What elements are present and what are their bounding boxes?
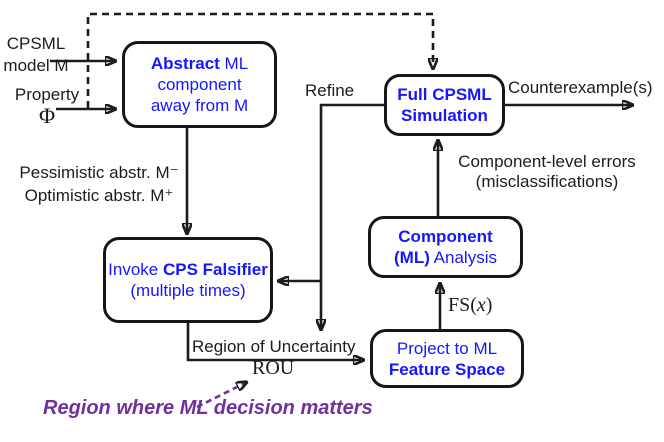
edge-falsifier-rou-to-project: [186, 323, 364, 360]
counterexamples-label: Counterexample(s): [508, 78, 653, 97]
optimistic-abstraction-label: Optimistic abstr. M⁺: [24, 186, 174, 205]
component-errors-label: Component-level errors (misclassificatio…: [441, 152, 653, 192]
node-falsifier-line1-bold: CPS Falsifier: [162, 260, 268, 279]
node-component-line2-bold: (ML): [394, 248, 430, 267]
input-label-cpsml-model: CPSML model M: [0, 33, 72, 77]
refine-label: Refine: [305, 81, 355, 100]
edge-inputs-to-simulation-dashed: [86, 12, 433, 108]
node-project-line1: Project to ML: [396, 338, 498, 358]
node-falsifier-line1-pre: Invoke: [108, 260, 163, 279]
edge-refine-elbow: [321, 103, 385, 330]
node-abstract-ml-component: Abstract ML component away from M: [122, 41, 277, 128]
node-abstract-line1-bold: Abstract: [150, 54, 220, 73]
node-invoke-cps-falsifier: Invoke CPS Falsifier (multiple times): [103, 237, 273, 323]
node-abstract-line1: Abstract ML: [151, 53, 248, 74]
node-abstract-line2: component: [157, 75, 242, 94]
node-falsifier-line1: Invoke CPS Falsifier: [108, 259, 268, 280]
input-model-line2: model M: [3, 56, 69, 75]
node-full-cpsml-simulation: Full CPSML Simulation: [384, 74, 505, 136]
feature-space-fsx-label: FS(x): [448, 295, 492, 316]
rou-abbreviation-label: ROU: [252, 357, 295, 379]
node-component-line2: (ML) Analysis: [394, 247, 497, 268]
pessimistic-abstraction-label: Pessimistic abstr. M⁻: [19, 163, 179, 182]
fsx-variable: x: [476, 294, 486, 316]
input-property-line1: Property: [14, 85, 80, 104]
fsx-pre: FS(: [448, 294, 477, 316]
input-label-property-phi: Property Φ: [8, 84, 86, 127]
node-component-line2-rest: Analysis: [429, 248, 497, 267]
node-component-line1: Component: [398, 227, 493, 246]
node-fullsim-line1: Full CPSML: [397, 85, 492, 104]
node-fullsim-line2: Simulation: [401, 106, 488, 125]
node-component-ml-analysis: Component (ML) Analysis: [368, 216, 523, 278]
node-project-to-feature-space: Project to ML Feature Space: [370, 329, 524, 388]
region-of-uncertainty-label: Region of Uncertainty: [192, 337, 356, 356]
node-abstract-line1-rest: ML: [219, 54, 249, 73]
phi-symbol: Φ: [38, 103, 56, 128]
component-errors-line2: (misclassifications): [475, 172, 619, 191]
node-project-line2: Feature Space: [388, 359, 506, 379]
input-model-line1: CPSML: [6, 34, 66, 53]
node-abstract-line3: away from M: [150, 96, 249, 115]
purple-annotation-note: Region where ML decision matters: [43, 397, 373, 419]
component-errors-line1: Component-level errors: [458, 152, 636, 171]
node-falsifier-line2: (multiple times): [130, 281, 246, 300]
fsx-post: ): [485, 294, 493, 316]
abstraction-outputs-label: Pessimistic abstr. M⁻ Optimistic abstr. …: [10, 161, 188, 207]
